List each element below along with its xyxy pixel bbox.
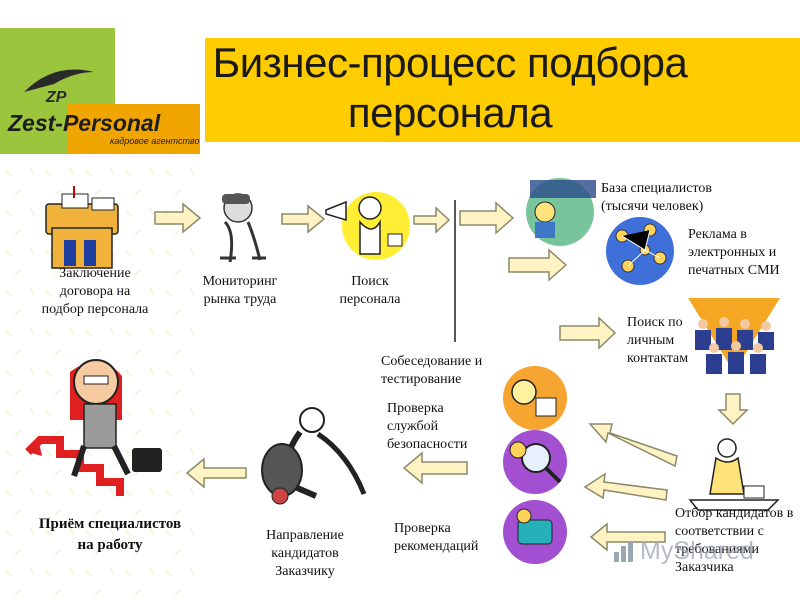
arrow-down bbox=[717, 393, 749, 426]
arrow-diag-2 bbox=[583, 472, 668, 501]
label-advertising: Реклама в электронных и печатных СМИ bbox=[688, 227, 780, 278]
watermark: MyShared bbox=[640, 537, 754, 565]
label-contract: Заключение договора на подбор персонала bbox=[41, 266, 149, 317]
arrow-left-3 bbox=[185, 457, 247, 489]
arrow-right-1 bbox=[154, 202, 202, 234]
logo-bird-icon: ZP bbox=[24, 69, 94, 106]
logo-orange-block bbox=[68, 104, 200, 154]
label-security-check: Проверка службой безопасности bbox=[387, 401, 468, 452]
label-search: Поиск персонала bbox=[339, 274, 401, 307]
businessman-stairs-icon bbox=[25, 359, 162, 496]
personal-contacts-icon bbox=[688, 298, 780, 374]
label-sending: Направление кандидатов Заказчику bbox=[266, 528, 344, 579]
arrow-left-1 bbox=[589, 522, 666, 552]
database-specialists-icon bbox=[526, 178, 596, 246]
page-title: Бизнес-процесс подбора персонала bbox=[212, 39, 688, 136]
interview-testing-icon bbox=[503, 366, 567, 430]
megaphone-person-icon bbox=[325, 192, 410, 260]
arrow-right-6 bbox=[559, 316, 617, 350]
arrow-right-4 bbox=[459, 201, 515, 235]
person-pushing-icon bbox=[261, 407, 367, 505]
security-magnifier-icon bbox=[503, 430, 567, 494]
references-phone-icon bbox=[503, 500, 567, 564]
arrow-left-2 bbox=[402, 451, 468, 485]
contract-desk-icon bbox=[45, 186, 119, 269]
logo-name: Zest-Personal bbox=[8, 110, 161, 136]
binoculars-person-icon bbox=[220, 193, 266, 263]
label-personal-contacts: Поиск по личным контактам bbox=[627, 315, 689, 366]
label-selection: Отбор кандидатов в соответствии с требов… bbox=[675, 506, 794, 575]
label-monitoring: Мониторинг рынка труда bbox=[202, 274, 278, 307]
label-interview: Собеседование и тестирование bbox=[381, 354, 483, 387]
label-database: База специалистов (тысячи человек) bbox=[601, 181, 712, 214]
watermark-chart-icon bbox=[614, 542, 633, 562]
arrow-right-2 bbox=[281, 204, 326, 234]
arrow-diag-1 bbox=[588, 423, 678, 468]
selection-woman-phone-icon bbox=[688, 438, 780, 511]
advertising-network-icon bbox=[606, 217, 674, 285]
label-hiring: Приём специалистов на работу bbox=[38, 516, 182, 553]
label-references-check: Проверка рекомендаций bbox=[394, 521, 479, 554]
svg-text:ZP: ZP bbox=[45, 89, 67, 106]
arrow-right-3 bbox=[413, 206, 451, 234]
title-bar bbox=[205, 38, 800, 142]
logo-subtitle: кадровое агентство bbox=[110, 136, 200, 146]
arrow-right-5 bbox=[508, 248, 568, 282]
